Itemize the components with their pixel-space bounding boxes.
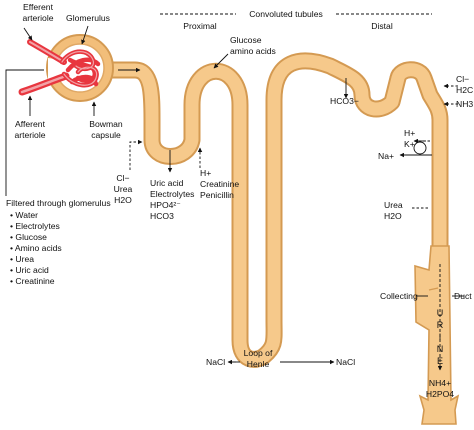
label-urea: Urea <box>114 184 133 194</box>
label-h2po4: H2PO4 <box>426 389 454 399</box>
header-labels: Convoluted tubules Proximal Distal <box>183 9 393 31</box>
hk-exchanger-icon <box>413 141 427 155</box>
label-nh4: NH4+ <box>429 378 451 388</box>
filtered-item: • Amino acids <box>10 243 62 253</box>
label-h-plus: H+ <box>200 168 211 178</box>
label-bowman: Bowman <box>89 119 123 129</box>
label-uric-acid: Uric acid <box>150 178 184 188</box>
label-urea-distal: Urea <box>384 200 403 210</box>
filtered-list: Filtered through glomerulus • Water • El… <box>6 198 111 286</box>
label-collecting: Collecting <box>380 291 418 301</box>
label-amino-acids: amino acids <box>230 46 276 56</box>
label-afferent-arteriole: arteriole <box>14 130 45 140</box>
glomerulus-labels: Efferent arteriole Glomerulus Afferent a… <box>14 2 122 140</box>
title-convoluted-tubules: Convoluted tubules <box>249 9 323 19</box>
glomerulus <box>18 39 101 96</box>
label-capsule: capsule <box>91 130 121 140</box>
label-hco3: HCO3 <box>150 211 174 221</box>
label-loop-of: Loop of <box>244 348 273 358</box>
proximal-labels: Cl− Urea H2O Uric acid Electrolytes HPO4… <box>114 35 276 221</box>
label-na-plus: Na+ <box>378 151 394 161</box>
filtered-item: • Creatinine <box>10 276 55 286</box>
label-urine-u: U <box>437 308 444 318</box>
label-nacl-right: NaCl <box>336 357 355 367</box>
label-distal: Distal <box>371 21 393 31</box>
label-electrolytes: Electrolytes <box>150 189 194 199</box>
label-nh3: NH3 <box>456 99 473 109</box>
filtered-item: • Electrolytes <box>10 221 60 231</box>
label-urine-e: E <box>437 356 443 366</box>
distal-labels: HCO3− Cl− H2C NH3 H+ K+ Na+ Urea H2O <box>330 74 473 221</box>
label-efferent-arteriole: arteriole <box>22 13 53 23</box>
label-h2o: H2O <box>114 195 132 205</box>
label-h2o-distal: H2O <box>384 211 402 221</box>
label-penicillin: Penicillin <box>200 190 234 200</box>
label-urine-r: R <box>437 320 444 330</box>
label-h2c: H2C <box>456 85 473 95</box>
filtered-item: • Uric acid <box>10 265 49 275</box>
filtered-title: Filtered through glomerulus <box>6 198 111 208</box>
loop-duct-labels: Loop of Henle NaCl NaCl Collecting Duct … <box>206 291 472 399</box>
label-k-plus: K+ <box>404 139 415 149</box>
label-efferent: Efferent <box>23 2 54 12</box>
label-h-plus-distal: H+ <box>404 128 415 138</box>
label-urine-i: I <box>439 332 442 342</box>
label-hpo4: HPO4²⁻ <box>150 200 181 210</box>
label-nacl-left: NaCl <box>206 357 225 367</box>
label-glucose: Glucose <box>230 35 262 45</box>
filtered-item: • Urea <box>10 254 34 264</box>
label-cl: Cl− <box>116 173 129 183</box>
filtered-item: • Glucose <box>10 232 47 242</box>
label-afferent: Afferent <box>15 119 46 129</box>
label-cl-right: Cl− <box>456 74 469 84</box>
label-proximal: Proximal <box>183 21 217 31</box>
label-hco3-distal: HCO3− <box>330 96 359 106</box>
filtered-item: • Water <box>10 210 38 220</box>
label-duct: Duct <box>454 291 472 301</box>
flow-arrows <box>5 13 464 371</box>
collecting-duct <box>414 245 460 425</box>
label-henle: Henle <box>247 359 270 369</box>
label-glomerulus: Glomerulus <box>66 13 110 23</box>
label-creatinine: Creatinine <box>200 179 239 189</box>
label-urine-n: N <box>437 344 444 354</box>
